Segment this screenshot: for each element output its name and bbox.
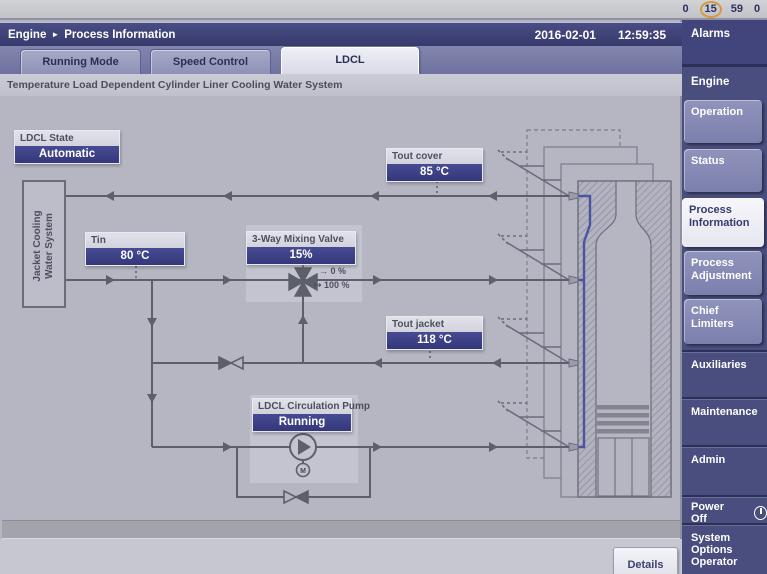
sidebar-item-admin[interactable]: Admin xyxy=(682,445,767,495)
tin-value: 80 °C xyxy=(86,248,184,265)
alarm-count-acknowledge-badge[interactable]: 15 xyxy=(699,0,722,18)
mixing-valve-label: 3-Way Mixing Valve xyxy=(247,232,355,247)
alarm-count-3: 59 xyxy=(730,3,743,15)
footer-bar: Details xyxy=(0,539,682,574)
tab-running-mode[interactable]: Running Mode xyxy=(20,49,141,74)
jacket-box-line1: Jacket Cooling xyxy=(32,210,43,282)
circulation-pump-box[interactable]: LDCL Circulation Pump Running xyxy=(252,398,370,432)
jacket-cooling-system-box: Jacket Cooling Water System xyxy=(22,180,66,308)
piping-diagram: M xyxy=(66,129,672,505)
breadcrumb-root: Engine xyxy=(8,28,47,41)
breadcrumb: Engine ► Process Information xyxy=(0,29,535,41)
ldcl-state-value[interactable]: Automatic xyxy=(15,146,119,163)
pump-label: LDCL Circulation Pump xyxy=(253,399,370,414)
mixing-valve-value[interactable]: 15% xyxy=(247,247,355,264)
flow-arrows xyxy=(105,191,501,452)
sidebar-item-chief-limiters[interactable]: Chief Limiters xyxy=(684,299,762,344)
sidebar-item-process-adjustment[interactable]: Process Adjustment xyxy=(684,251,762,295)
piston-skirt xyxy=(597,437,650,497)
page-header: Engine ► Process Information 2016-02-01 … xyxy=(0,22,682,46)
page-subtitle: Temperature Load Dependent Cylinder Line… xyxy=(0,74,682,96)
sidebar-item-power-off[interactable]: Power Off xyxy=(682,495,767,525)
ldcl-diagram: M Jacket Cooling Water System LDCL State xyxy=(0,96,682,520)
engine-liner-drawing xyxy=(497,129,672,498)
tout-cover-sensor-box: Tout cover 85 °C xyxy=(386,148,483,182)
sidebar-item-system-options[interactable]: System Options xyxy=(682,523,767,556)
time-display: 12:59:35 xyxy=(617,27,666,42)
tout-jacket-value: 118 °C xyxy=(387,332,482,349)
pump-status-value[interactable]: Running xyxy=(253,414,351,431)
piston-rings xyxy=(597,405,649,434)
tab-speed-control[interactable]: Speed Control xyxy=(150,49,271,74)
cooling-channel-blue xyxy=(578,194,592,449)
ldcl-state-label: LDCL State xyxy=(15,131,119,146)
mixing-valve-box[interactable]: 3-Way Mixing Valve 15% xyxy=(246,231,356,265)
ldcl-state-box[interactable]: LDCL State Automatic xyxy=(14,130,120,164)
liner-ports xyxy=(568,191,579,452)
sidebar-item-alarms[interactable]: Alarms xyxy=(682,20,767,67)
tin-label: Tin xyxy=(86,233,184,248)
valve-max-position-label: ↦ 100 % xyxy=(314,280,350,290)
valve-min-position-label: → 0 % xyxy=(319,266,347,276)
motor-label: M xyxy=(300,468,306,475)
breadcrumb-page: Process Information xyxy=(64,28,176,41)
navigation-sidebar: Alarms Engine Operation Status Process I… xyxy=(682,20,767,574)
footer-divider-bar xyxy=(2,520,680,539)
pump-icon[interactable]: M xyxy=(289,433,317,478)
sidebar-item-operation[interactable]: Operation xyxy=(684,100,762,143)
details-button[interactable]: Details xyxy=(613,547,678,574)
power-off-label: Power Off xyxy=(691,501,725,525)
power-icon xyxy=(754,506,767,520)
gate-valve-icon xyxy=(218,355,244,371)
date-display: 2016-02-01 xyxy=(534,27,596,42)
sidebar-item-status[interactable]: Status xyxy=(684,149,762,192)
sensor-connectors xyxy=(135,181,438,361)
main-content-panel: Engine ► Process Information 2016-02-01 … xyxy=(0,20,682,574)
tab-ldcl[interactable]: LDCL xyxy=(281,47,419,74)
sidebar-item-process-information[interactable]: Process Information xyxy=(682,198,764,247)
tout-cover-value: 85 °C xyxy=(387,164,482,181)
jacket-box-line2: Water System xyxy=(44,213,55,279)
motor-icon xyxy=(295,462,311,478)
tout-jacket-label: Tout jacket xyxy=(387,317,482,332)
sidebar-section-engine: Engine xyxy=(691,76,730,88)
cylinder-manifolds xyxy=(497,149,570,448)
cylinder-bore xyxy=(595,180,652,498)
sidebar-item-operator[interactable]: Operator xyxy=(691,556,738,568)
tout-cover-label: Tout cover xyxy=(387,149,482,164)
sidebar-item-auxiliaries[interactable]: Auxiliaries xyxy=(682,350,767,397)
alarm-count-4: 0 xyxy=(753,3,761,15)
breadcrumb-arrow-icon: ► xyxy=(51,30,60,39)
alarm-status-strip: 0 15 59 0 xyxy=(0,0,767,20)
tin-sensor-box: Tin 80 °C xyxy=(85,232,185,266)
tab-bar: Running Mode Speed Control LDCL xyxy=(0,46,682,74)
tout-jacket-sensor-box: Tout jacket 118 °C xyxy=(386,316,483,350)
check-valve-icon xyxy=(283,489,309,505)
sidebar-item-maintenance[interactable]: Maintenance xyxy=(682,397,767,445)
alarm-count-1: 0 xyxy=(682,3,689,15)
